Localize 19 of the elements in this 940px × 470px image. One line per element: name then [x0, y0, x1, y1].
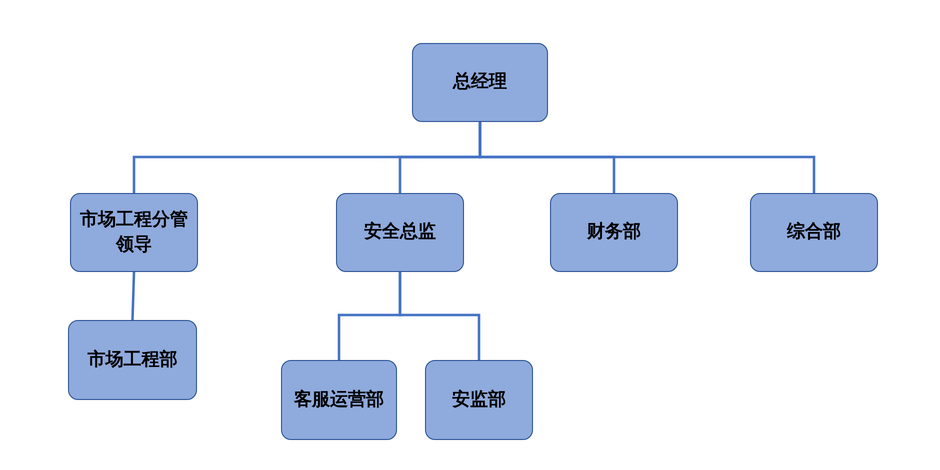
org-box — [336, 193, 464, 272]
box-label: 客服运营部 — [293, 388, 385, 412]
org-box — [425, 360, 533, 440]
box-label: 市场工程部 — [86, 348, 178, 372]
org-box — [750, 193, 878, 272]
box-label: 综合部 — [786, 220, 842, 244]
box-label: 财务部 — [586, 220, 642, 244]
connector-line — [398, 272, 480, 360]
org-box — [70, 193, 198, 272]
box-label: 安监部 — [451, 388, 507, 412]
connector-line — [478, 122, 816, 193]
org-box — [68, 320, 197, 400]
box-label: 安全总监 — [363, 220, 437, 244]
box-label: 市场工程分管领导 — [79, 208, 189, 256]
org-box — [281, 360, 397, 440]
org-box — [550, 193, 678, 272]
org-box — [412, 43, 548, 122]
box-label: 总经理 — [452, 70, 508, 94]
connector-line — [131, 272, 136, 320]
